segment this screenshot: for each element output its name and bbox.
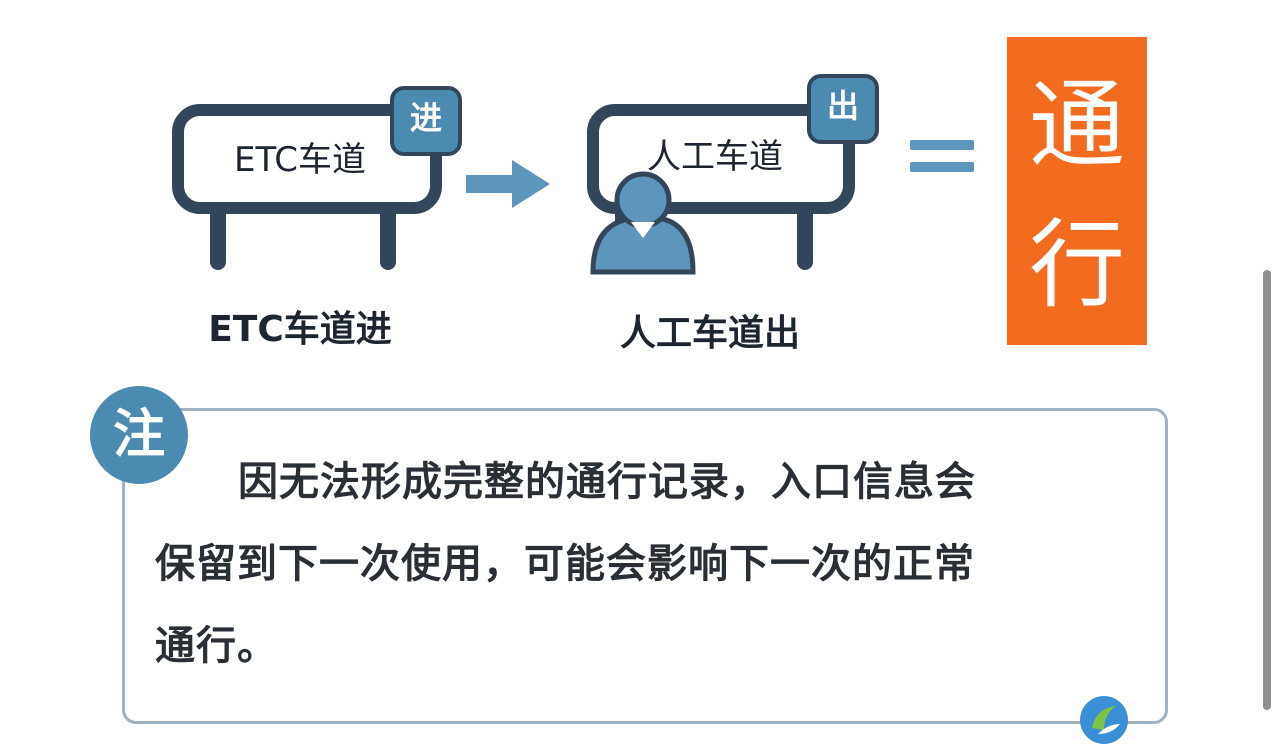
result-char-2: 行 (1029, 209, 1125, 321)
etc-lane-caption: ETC车道进 (208, 309, 392, 350)
manual-lane-caption: 人工车道出 (619, 313, 800, 354)
equals-sign: = (910, 140, 974, 174)
entry-tag-label: 进 (409, 99, 442, 137)
manual-lane-sign (587, 74, 879, 275)
etc-lane-sign (172, 86, 462, 270)
etc-lane-label: ETC车道 (234, 140, 366, 180)
manual-lane-label: 人工车道 (647, 137, 783, 177)
result-char-1: 通 (1029, 69, 1125, 181)
scrollbar-thumb[interactable] (1263, 270, 1271, 710)
note-badge: 注 (90, 386, 188, 484)
toll-collector-icon (590, 171, 696, 275)
note-box (122, 408, 1168, 724)
note-line-3: 通行。 (155, 623, 278, 669)
arrow-right-icon (466, 160, 550, 208)
note-badge-label: 注 (112, 405, 165, 465)
exit-tag (807, 74, 879, 144)
note-line-1: 因无法形成完整的通行记录，入口信息会 (238, 459, 976, 505)
sign-board (172, 104, 442, 214)
result-pass-box: 通 行 (1007, 37, 1147, 345)
exit-tag-label: 出 (826, 87, 859, 125)
watermark-logo-icon (1080, 696, 1128, 744)
entry-tag (390, 86, 462, 156)
note-line-2: 保留到下一次使用，可能会影响下一次的正常 (155, 541, 975, 587)
